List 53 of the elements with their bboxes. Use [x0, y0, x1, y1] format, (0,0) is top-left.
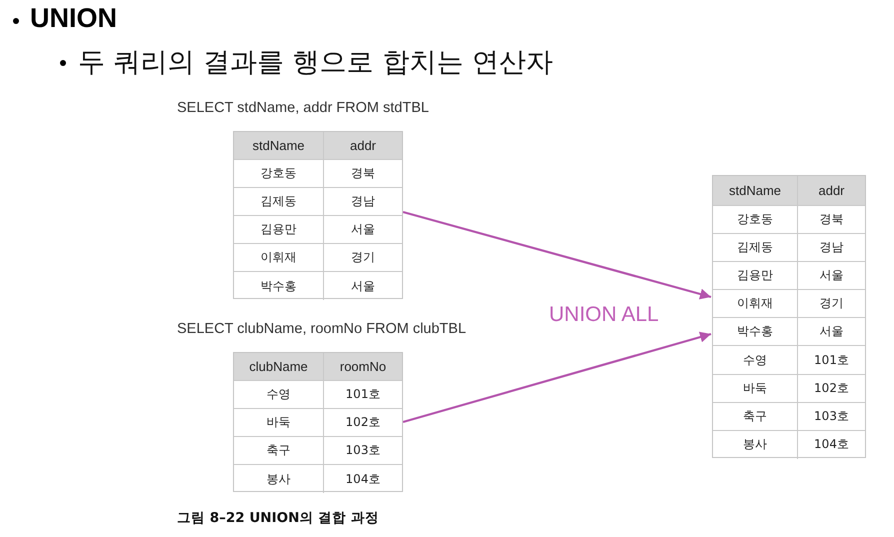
- table-cell: 수영: [234, 381, 324, 409]
- table-cell: 축구: [234, 437, 324, 465]
- table-cell: 수영: [713, 346, 798, 375]
- operator-label: UNION ALL: [549, 303, 659, 327]
- column-header: addr: [798, 176, 865, 206]
- table-cell: 김제동: [234, 188, 324, 216]
- column-header: clubName: [234, 353, 324, 381]
- data-table: [712, 175, 866, 458]
- column-header: roomNo: [324, 353, 402, 381]
- column-header: stdName: [234, 132, 324, 160]
- table-cell: 김제동: [713, 234, 798, 262]
- table-cell: 경북: [798, 206, 865, 234]
- data-table: [233, 352, 403, 492]
- table-cell: 바둑: [234, 409, 324, 437]
- table-cell: 경기: [324, 244, 402, 272]
- table-cell: 봉사: [234, 465, 324, 493]
- table-cell: 서울: [798, 262, 865, 290]
- data-table: [233, 131, 403, 299]
- table-cell: 경북: [324, 160, 402, 188]
- table-cell: 서울: [324, 216, 402, 244]
- table-cell: 강호동: [713, 206, 798, 234]
- table-cell: 102호: [324, 409, 402, 437]
- column-header: addr: [324, 132, 402, 160]
- table-cell: 김용만: [234, 216, 324, 244]
- table-cell: 이휘재: [234, 244, 324, 272]
- table-cell: 102호: [798, 374, 865, 403]
- table-cell-text: 104호: [344, 470, 382, 488]
- table-cell: 103호: [798, 402, 865, 431]
- table-cell: 김용만: [713, 262, 798, 290]
- query-text: SELECT stdName, addr FROM stdTBL: [177, 100, 429, 116]
- subtitle: 두 쿼리의 결과를 행으로 합치는 연산자: [78, 46, 553, 80]
- table-cell: 101호: [798, 346, 865, 375]
- table-cell: 박수홍: [713, 318, 798, 346]
- table-cell: 서울: [798, 318, 865, 346]
- arrow: [402, 210, 712, 300]
- query-text: SELECT clubName, roomNo FROM clubTBL: [177, 321, 466, 337]
- table-cell: 축구: [713, 402, 798, 431]
- table-cell-text: 104호: [813, 436, 850, 454]
- table-cell: 경기: [798, 290, 865, 318]
- table-cell: 101호: [324, 381, 402, 409]
- table-cell: 103호: [324, 437, 402, 465]
- column-header: stdName: [713, 176, 798, 206]
- arrow: [402, 332, 712, 424]
- table-cell: 이휘재: [713, 290, 798, 318]
- table-cell: 박수홍: [234, 272, 324, 300]
- table-cell: 바둑: [713, 374, 798, 403]
- table-cell: 강호동: [234, 160, 324, 188]
- table-cell: 경남: [324, 188, 402, 216]
- table-cell: 봉사: [713, 430, 798, 459]
- figure-caption: 그림 8–22 UNION의 결합 과정: [177, 509, 379, 527]
- title: UNION: [30, 3, 117, 34]
- table-cell: 경남: [798, 234, 865, 262]
- table-cell-text: 서울: [350, 278, 376, 294]
